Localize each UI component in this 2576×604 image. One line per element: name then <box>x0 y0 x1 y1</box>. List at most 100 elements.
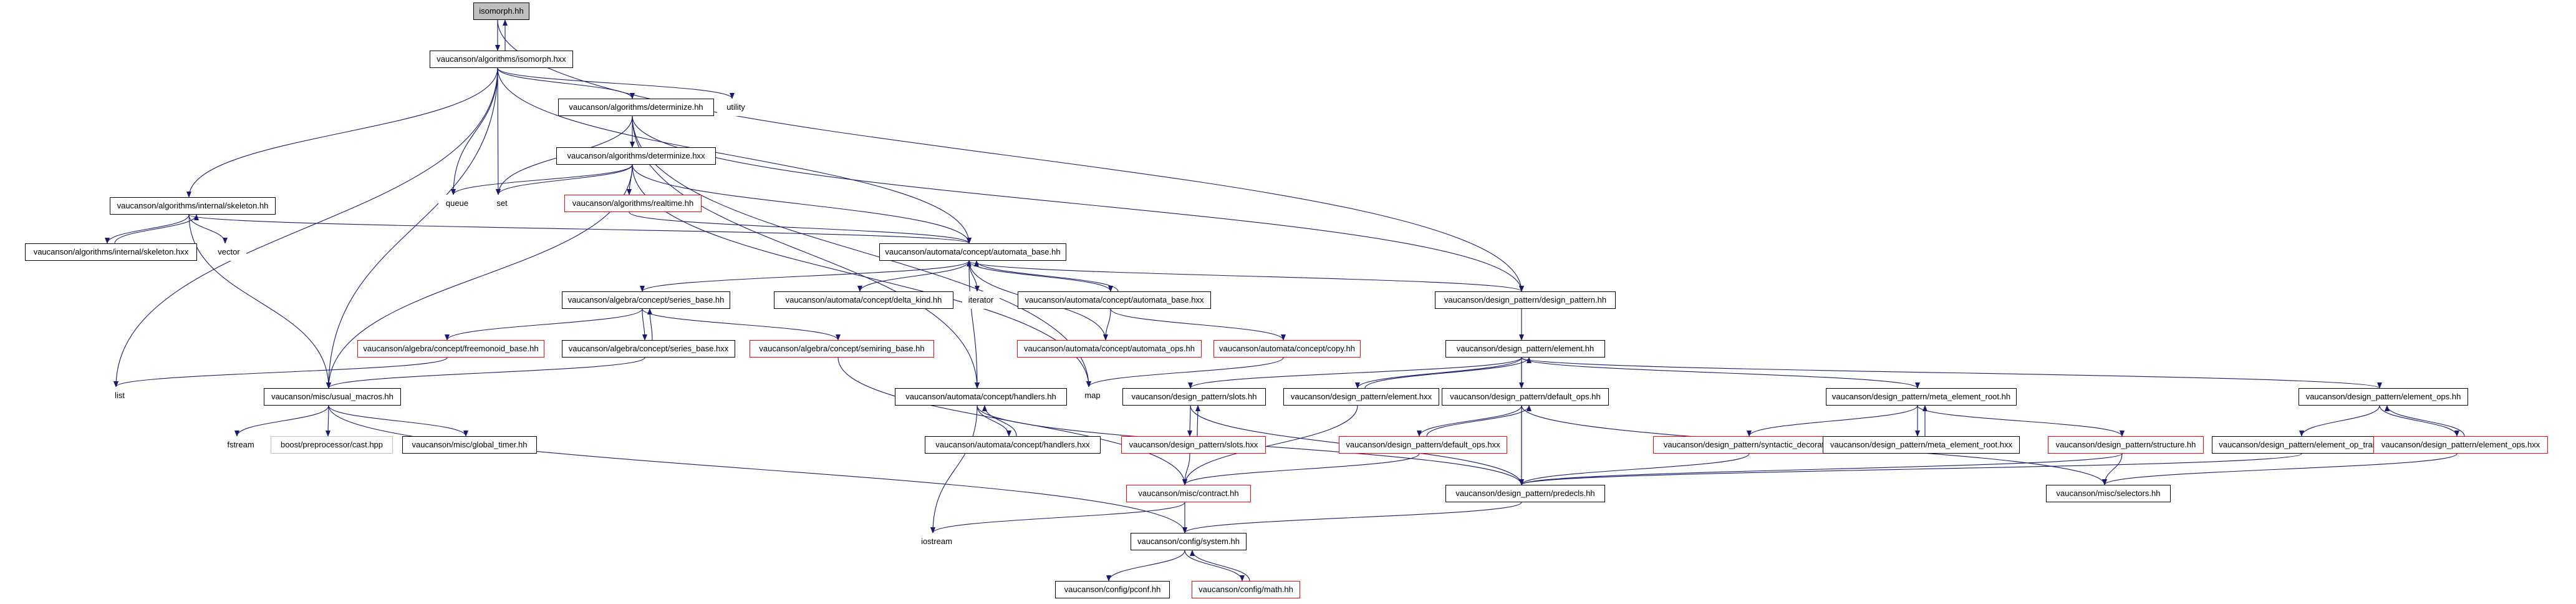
node-utility[interactable]: utility <box>717 99 755 116</box>
node-isomorph-hxx[interactable]: vaucanson/algorithms/isomorph.hxx <box>430 51 573 68</box>
node-delta-kind-hh[interactable]: vaucanson/automata/concept/delta_kind.hh <box>774 291 953 309</box>
node-global-timer-hh[interactable]: vaucanson/misc/global_timer.hh <box>402 436 537 454</box>
node-series-base-hh[interactable]: vaucanson/algebra/concept/series_base.hh <box>562 291 730 309</box>
edge-handlers-hxx-to-handlers-hh <box>982 405 1017 437</box>
edge-meta-element-root-hh-to-syntactic-decorator-hh <box>1747 405 1918 437</box>
node-isomorph-hh[interactable]: isomorph.hh <box>473 2 529 20</box>
edge-isomorph-hxx-to-automata-base-hh <box>497 67 972 244</box>
edge-system-hh-to-math-hh <box>1184 550 1245 582</box>
node-automata-base-hxx[interactable]: vaucanson/automata/concept/automata_base… <box>1018 291 1211 309</box>
edge-isomorph-hxx-to-utility <box>497 67 735 99</box>
edge-default-ops-hh-to-default-ops-hxx <box>1417 405 1522 437</box>
node-slots-hxx[interactable]: vaucanson/design_pattern/slots.hxx <box>1121 436 1266 454</box>
edge-skeleton-hxx-to-skeleton-hh <box>114 214 199 244</box>
edge-automata-base-hh-to-series-base-hh <box>640 260 970 292</box>
node-element-op-traits-hh[interactable]: vaucanson/design_pattern/element_op_trai… <box>2212 436 2399 454</box>
edge-element-op-traits-hh-to-predecls-hh <box>1519 453 2302 485</box>
edge-meta-element-root-hh-to-structure-hh <box>1917 405 2125 437</box>
edge-skeleton-hh-to-vector <box>188 214 228 244</box>
edge-element-ops-hxx-to-selectors-hh <box>2102 453 2458 485</box>
edge-system-hh-to-pconf-hh <box>1106 550 1185 582</box>
edge-isomorph-hxx-to-determinize-hh <box>497 67 635 99</box>
node-handlers-hxx[interactable]: vaucanson/automata/concept/handlers.hxx <box>925 436 1101 454</box>
node-syntactic-decorator-hh[interactable]: vaucanson/design_pattern/syntactic_decor… <box>1653 436 1853 454</box>
node-contract-hh[interactable]: vaucanson/misc/contract.hh <box>1126 485 1251 502</box>
edge-freemonoid-base-hh-to-list <box>113 357 448 387</box>
node-skeleton-hxx[interactable]: vaucanson/algorithms/internal/skeleton.h… <box>25 243 197 261</box>
edge-handlers-hh-to-iostream <box>930 405 978 533</box>
node-set[interactable]: set <box>490 195 514 212</box>
node-meta-element-root-hxx[interactable]: vaucanson/design_pattern/meta_element_ro… <box>1823 436 2020 454</box>
edge-predecls-hh-to-system-hh <box>1182 502 1522 533</box>
node-math-hh[interactable]: vaucanson/config/math.hh <box>1192 581 1300 598</box>
node-cast-hpp[interactable]: boost/preprocessor/cast.hpp <box>271 436 393 454</box>
node-meta-element-root-hh[interactable]: vaucanson/design_pattern/meta_element_ro… <box>1826 388 2017 406</box>
node-fstream[interactable]: fstream <box>222 436 259 454</box>
node-skeleton-hh[interactable]: vaucanson/algorithms/internal/skeleton.h… <box>110 197 276 215</box>
node-structure-hh[interactable]: vaucanson/design_pattern/structure.hh <box>2048 436 2204 454</box>
edge-structure-hh-to-selectors-hh <box>2102 453 2123 485</box>
edge-usual-macros-hh-to-fstream <box>234 405 329 437</box>
edge-default-ops-hxx-to-default-ops-hh <box>1426 405 1532 437</box>
node-element-ops-hh[interactable]: vaucanson/design_pattern/element_ops.hh <box>2299 388 2468 406</box>
edge-element-ops-hh-to-element-ops-hxx <box>2379 405 2459 437</box>
node-default-ops-hh[interactable]: vaucanson/design_pattern/default_ops.hh <box>1442 388 1609 406</box>
node-pconf-hh[interactable]: vaucanson/config/pconf.hh <box>1055 581 1170 598</box>
node-realtime-hh[interactable]: vaucanson/algorithms/realtime.hh <box>564 195 702 212</box>
node-vector[interactable]: vector <box>211 243 246 261</box>
edge-isomorph-hxx-to-list <box>113 67 498 387</box>
edge-determinize-hxx-to-queue <box>451 164 633 195</box>
edge-skeleton-hh-to-automata-base-hh <box>188 214 972 244</box>
node-selectors-hh[interactable]: vaucanson/misc/selectors.hh <box>2046 485 2171 502</box>
node-iostream[interactable]: iostream <box>915 533 958 550</box>
node-series-base-hxx[interactable]: vaucanson/algebra/concept/series_base.hx… <box>562 340 735 358</box>
edge-structure-hh-to-predecls-hh <box>1519 453 2123 485</box>
node-predecls-hh[interactable]: vaucanson/design_pattern/predecls.hh <box>1445 485 1605 502</box>
edge-determinize-hxx-to-automata-base-hh <box>632 164 972 244</box>
edge-series-base-hh-to-series-base-hxx <box>642 308 647 341</box>
edge-automata-base-hh-to-design-pattern-hh <box>968 260 1524 292</box>
edge-element-hh-to-meta-element-root-hh <box>1521 357 1920 389</box>
edge-isomorph-hxx-to-usual-macros-hh <box>326 67 498 389</box>
node-iterator[interactable]: iterator <box>962 291 1000 309</box>
edge-handlers-hh-to-handlers-hxx <box>977 405 1011 437</box>
edge-automata-base-hxx-to-automata-base-hh <box>974 260 1119 292</box>
node-usual-macros-hh[interactable]: vaucanson/misc/usual_macros.hh <box>264 388 401 406</box>
edge-skeleton-hh-to-usual-macros-hh <box>188 214 331 389</box>
edge-isomorph-hxx-to-skeleton-hh <box>186 67 498 198</box>
edge-skeleton-hh-to-skeleton-hxx <box>105 214 190 244</box>
edge-isomorph-hh-to-design-pattern-hh <box>497 19 1524 292</box>
node-system-hh[interactable]: vaucanson/config/system.hh <box>1131 533 1247 550</box>
edge-automata-base-hh-to-handlers-hh <box>968 260 980 389</box>
edge-math-hh-to-system-hh <box>1190 550 1250 582</box>
node-slots-hh[interactable]: vaucanson/design_pattern/slots.hh <box>1122 388 1266 406</box>
edge-default-ops-hxx-to-contract-hh <box>1182 453 1420 485</box>
node-element-hxx[interactable]: vaucanson/design_pattern/element.hxx <box>1283 388 1439 406</box>
node-element-ops-hxx[interactable]: vaucanson/design_pattern/element_ops.hxx <box>2373 436 2548 454</box>
edge-isomorph-hxx-to-queue <box>451 67 498 195</box>
edge-contract-hh-to-iostream <box>930 502 1185 533</box>
node-map[interactable]: map <box>1080 387 1105 404</box>
node-list[interactable]: list <box>107 387 132 404</box>
node-semiring-base-hh[interactable]: vaucanson/algebra/concept/semiring_base.… <box>750 340 934 358</box>
node-copy-hh[interactable]: vaucanson/automata/concept/copy.hh <box>1213 340 1361 358</box>
node-handlers-hh[interactable]: vaucanson/automata/concept/handlers.hh <box>895 388 1067 406</box>
edge-usual-macros-hh-to-system-hh <box>328 405 1187 533</box>
node-determinize-hh[interactable]: vaucanson/algorithms/determinize.hh <box>558 99 714 116</box>
node-determinize-hxx[interactable]: vaucanson/algorithms/determinize.hxx <box>556 147 716 165</box>
node-freemonoid-base-hh[interactable]: vaucanson/algebra/concept/freemonoid_bas… <box>357 340 544 358</box>
edge-element-hh-to-element-hxx <box>1355 357 1522 389</box>
edge-determinize-hxx-to-set <box>496 164 633 195</box>
edge-usual-macros-hh-to-cast-hpp <box>326 405 331 437</box>
node-design-pattern-hh[interactable]: vaucanson/design_pattern/design_pattern.… <box>1435 291 1616 309</box>
edge-series-base-hh-to-semiring-base-hh <box>642 308 841 341</box>
node-automata-base-hh[interactable]: vaucanson/automata/concept/automata_base… <box>879 243 1066 261</box>
node-queue[interactable]: queue <box>438 195 476 212</box>
edge-automata-base-hxx-to-automata-ops-hh <box>1103 308 1111 341</box>
node-default-ops-hxx[interactable]: vaucanson/design_pattern/default_ops.hxx <box>1339 436 1507 454</box>
edge-element-hxx-to-contract-hh <box>1182 405 1358 485</box>
node-automata-ops-hh[interactable]: vaucanson/automata/concept/automata_ops.… <box>1017 340 1202 358</box>
node-element-hh[interactable]: vaucanson/design_pattern/element.hh <box>1445 340 1605 358</box>
